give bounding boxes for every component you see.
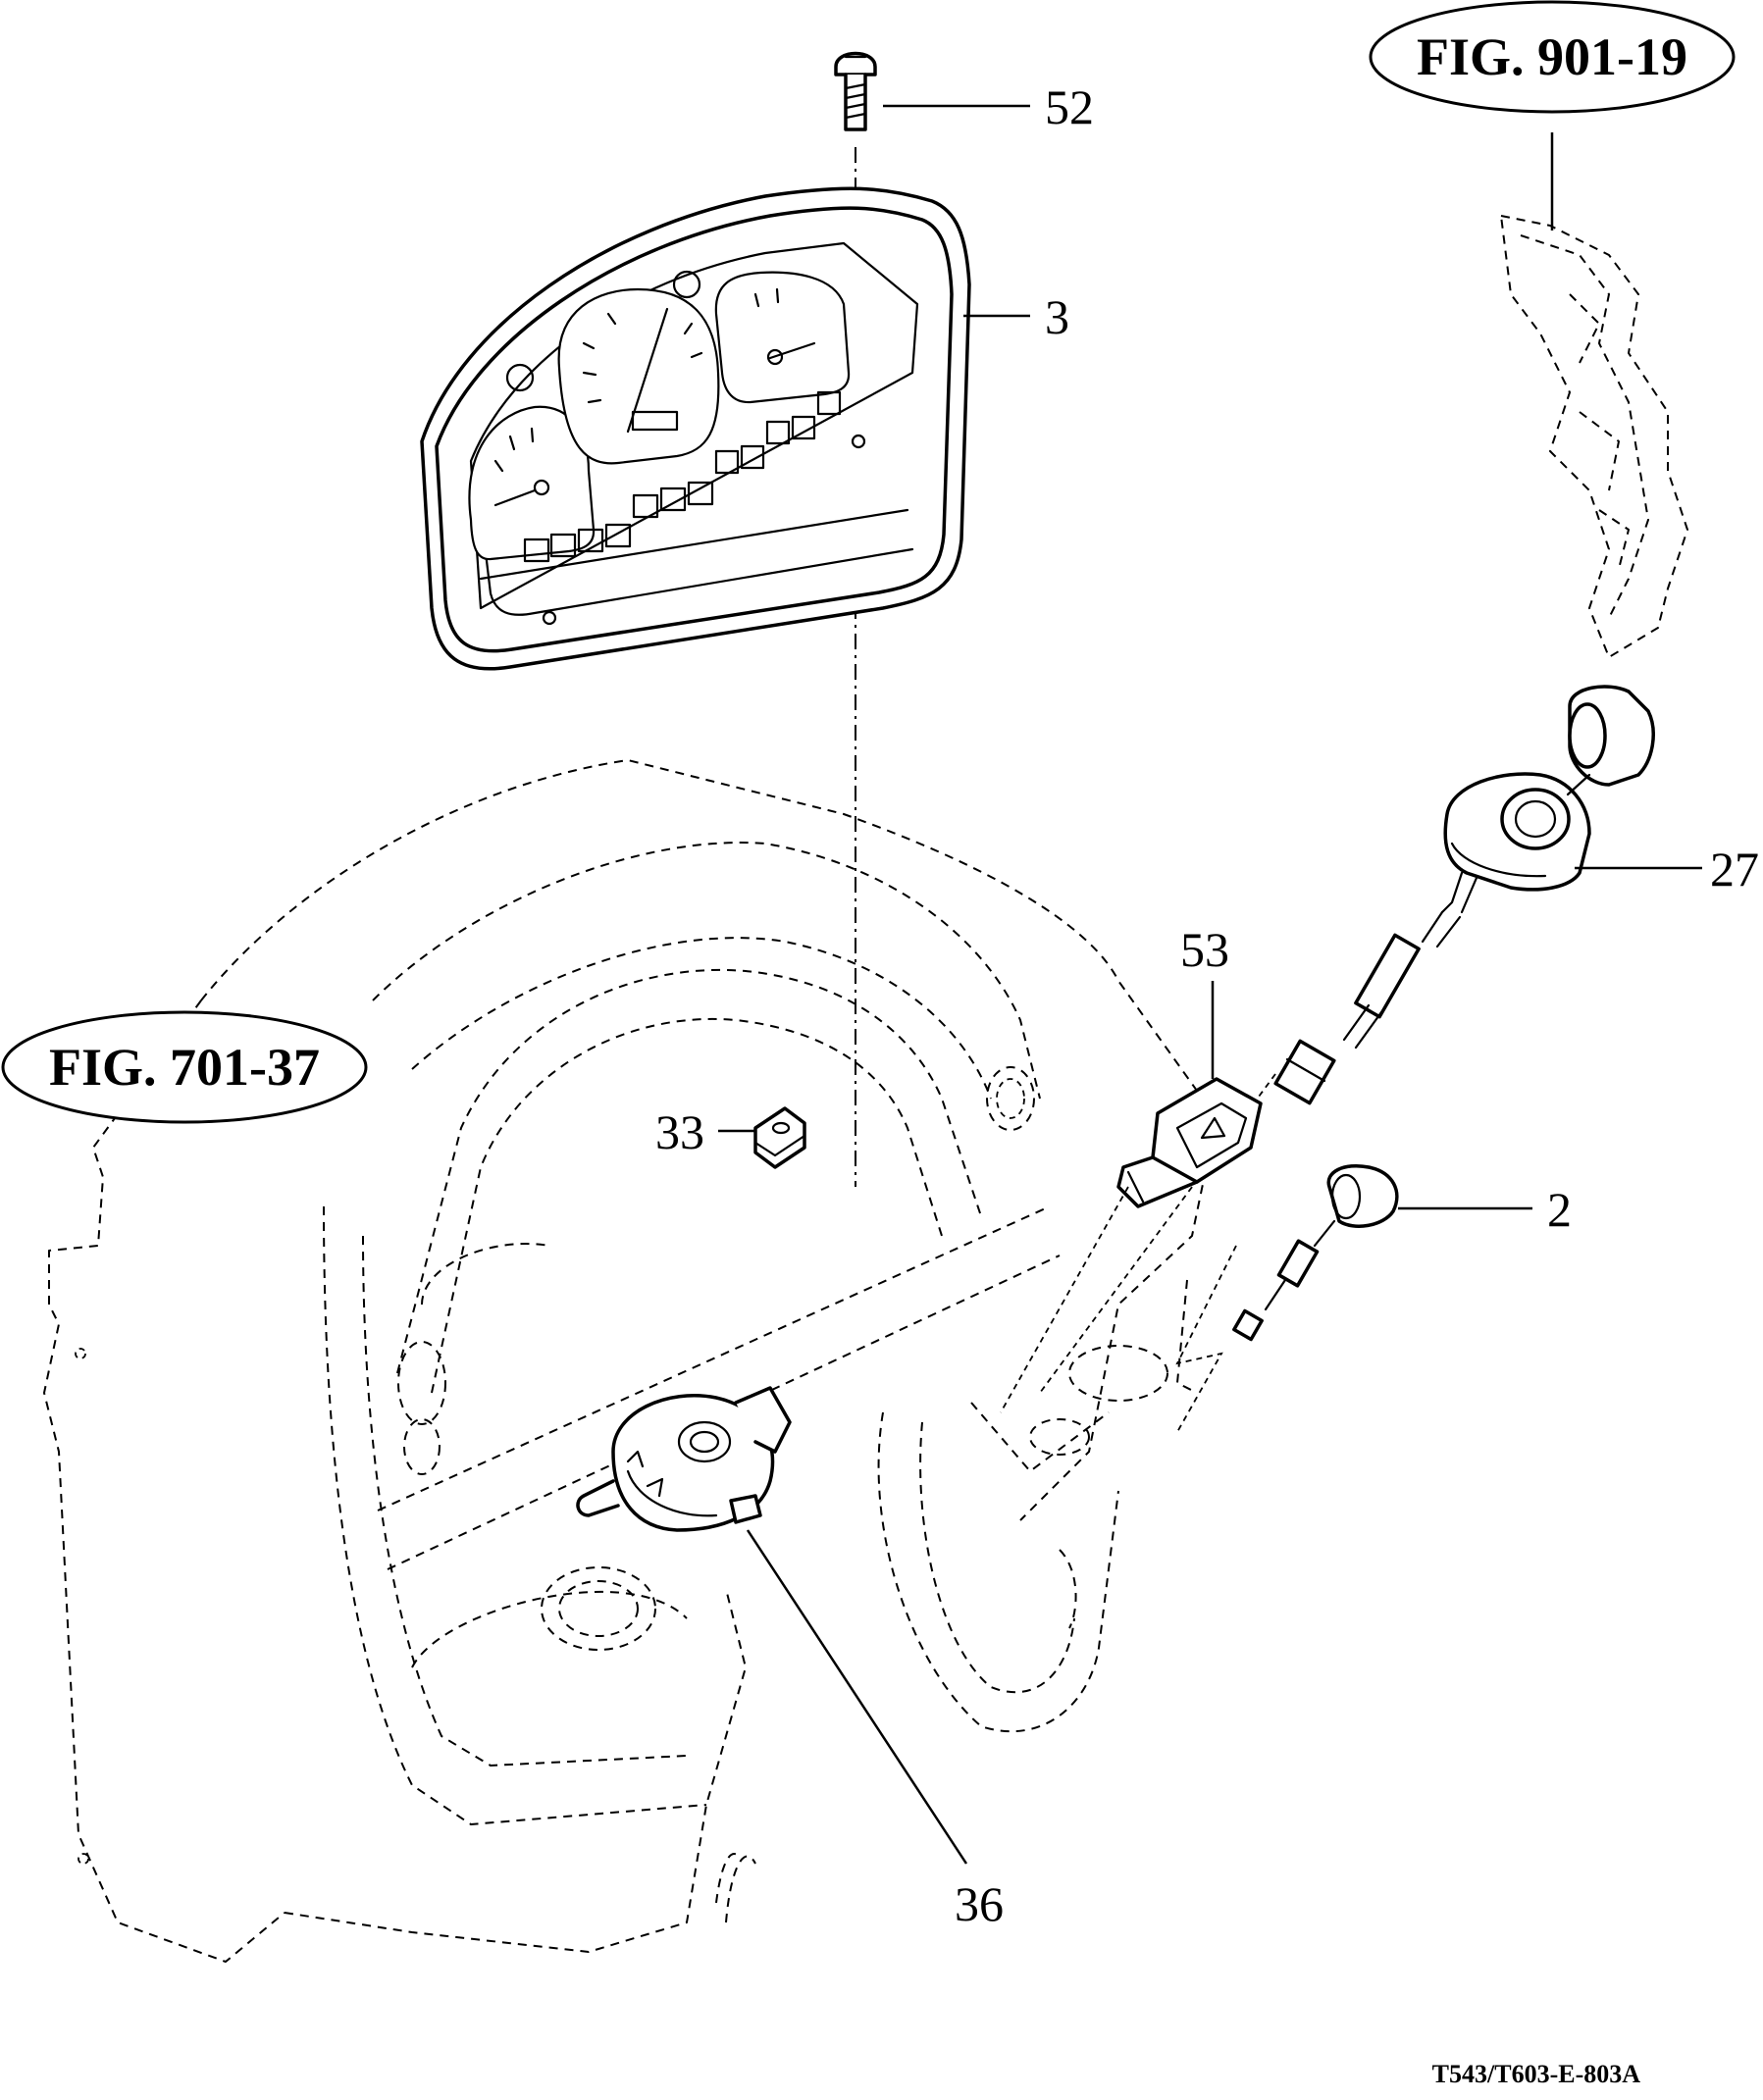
dashboard-outline bbox=[43, 759, 1218, 1963]
figure-ref-top-right: FIG. 901-19 bbox=[1369, 0, 1736, 114]
callout-2: 2 bbox=[1547, 1182, 1572, 1237]
callout-3: 3 bbox=[1045, 289, 1069, 344]
key-switch-icon bbox=[1232, 1164, 1399, 1342]
combination-switch-icon bbox=[576, 1386, 792, 1532]
starter-switch-icon bbox=[1273, 685, 1655, 1105]
bolt-icon bbox=[834, 51, 877, 131]
hazard-switch-icon bbox=[1116, 1077, 1263, 1208]
callout-52: 52 bbox=[1045, 79, 1094, 134]
callout-27: 27 bbox=[1710, 842, 1759, 896]
figure-ref-text: FIG. 901-19 bbox=[1417, 27, 1687, 86]
callout-53: 53 bbox=[1180, 922, 1229, 977]
figure-ref-text: FIG. 701-37 bbox=[49, 1038, 320, 1097]
callout-33: 33 bbox=[655, 1104, 704, 1159]
bracket-reference-outline bbox=[1500, 215, 1688, 658]
instrument-cluster-icon bbox=[420, 186, 971, 671]
clip-nut-icon bbox=[753, 1106, 806, 1169]
leader-lines bbox=[718, 104, 1702, 1865]
figure-ref-left: FIG. 701-37 bbox=[1, 1010, 368, 1124]
drawing-code: T543/T603-E-803A bbox=[1432, 2060, 1641, 2088]
callout-36: 36 bbox=[955, 1876, 1004, 1931]
